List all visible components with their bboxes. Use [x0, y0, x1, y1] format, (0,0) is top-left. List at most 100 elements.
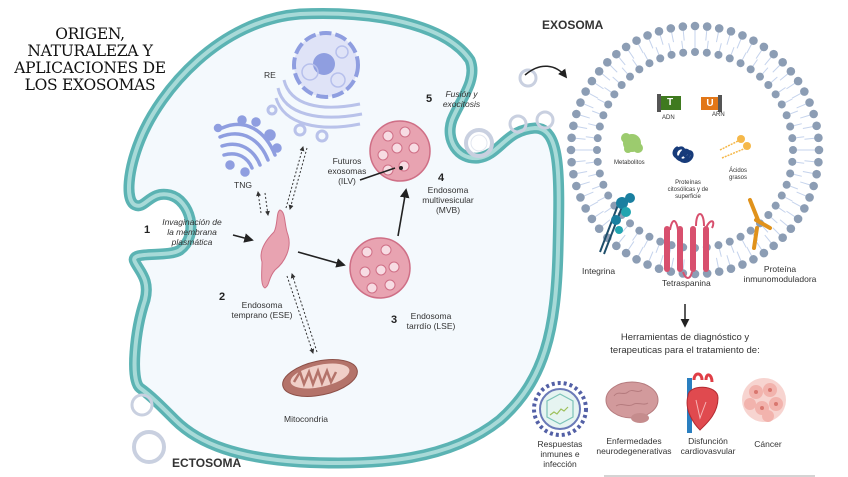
lipid-head — [805, 193, 814, 202]
application-cardio: Disfunción cardiovasvular — [680, 436, 736, 457]
exosome-heading: EXOSOMA — [542, 18, 604, 32]
proteins-label: Proteínas citosólicas y de superficie — [667, 180, 709, 201]
lipid-head — [576, 193, 585, 202]
integrin-label: Integrina — [582, 266, 616, 276]
rna-icon — [701, 95, 722, 112]
lipid-head — [626, 72, 635, 81]
lipid-head — [702, 48, 711, 57]
lipid-head — [567, 157, 576, 167]
immunomodulatory-protein-icon — [748, 198, 772, 250]
metabolites-label: Metabolitos — [614, 160, 645, 166]
step-3-label: Endosoma tarrdío (LSE) — [406, 311, 456, 332]
lipid-head — [778, 58, 787, 67]
lipid-head — [726, 27, 736, 36]
lipid-head — [635, 226, 644, 235]
lipid-head — [702, 22, 712, 31]
ectosome-vesicles — [130, 393, 166, 464]
lipid-head — [764, 210, 773, 219]
tetraspanin-label: Tetraspanina — [662, 278, 711, 288]
lipid-head — [593, 157, 602, 166]
lipid-head — [759, 42, 769, 52]
lipid-head — [595, 122, 604, 131]
lipid-head — [786, 67, 796, 76]
lipid-head — [593, 146, 601, 154]
lipid-head — [656, 237, 665, 246]
released-exosomes — [464, 68, 555, 158]
lipid-head — [581, 204, 590, 213]
ilv-label: Futuros exosomas (ILV) — [327, 156, 367, 187]
lipid-head — [725, 54, 734, 63]
lipid-head — [617, 81, 626, 90]
lipid-head — [725, 237, 734, 246]
lipid-head — [656, 54, 665, 63]
lipid-head — [786, 169, 795, 178]
lipid-head — [632, 36, 641, 45]
cancer-cells-icon — [742, 378, 786, 422]
integrin-icon — [599, 193, 635, 255]
step-5-number: 5 — [426, 93, 433, 105]
virus-icon — [532, 381, 588, 437]
lipid-head — [599, 180, 608, 189]
lipid-head — [814, 133, 823, 143]
mitochondria — [282, 359, 358, 397]
early-endosome — [260, 209, 290, 289]
lipid-head — [587, 76, 597, 86]
lipid-head — [645, 59, 654, 68]
lipid-head — [566, 145, 576, 155]
lipid-head — [621, 42, 631, 52]
application-cancer: Cáncer — [754, 439, 782, 449]
heart-icon — [686, 372, 719, 433]
tng-label: TNG — [234, 180, 252, 190]
lipid-head — [777, 100, 786, 109]
lipid-head — [764, 81, 773, 90]
step-2-number: 2 — [219, 291, 226, 303]
dna-letter: T — [666, 97, 674, 108]
lipid-head — [621, 248, 631, 258]
lipid-head — [581, 87, 590, 96]
lipid-head — [736, 232, 745, 241]
lipid-head — [814, 157, 823, 167]
protein-coil-icon — [672, 146, 694, 163]
lipid-head — [793, 76, 803, 86]
lipid-head — [771, 201, 780, 210]
lipid-head — [749, 36, 758, 45]
golgi-apparatus — [213, 115, 282, 177]
tetraspanin-icon — [664, 213, 715, 279]
rna-letter: U — [706, 98, 714, 109]
immunomodulator-label: Proteína inmunomoduladora — [743, 264, 817, 285]
lipid-head — [690, 21, 700, 31]
lipid-head — [569, 121, 578, 131]
lipid-head — [812, 121, 821, 131]
re-label: RE — [264, 70, 276, 80]
nucleus — [292, 31, 360, 99]
lipid-head — [610, 90, 619, 99]
lipid-head — [777, 191, 786, 200]
lipid-head — [599, 111, 608, 120]
endoplasmic-reticulum — [266, 79, 363, 143]
lipid-head — [604, 100, 613, 109]
lipid-head — [746, 65, 755, 74]
lipid-head — [793, 214, 803, 224]
lipid-head — [788, 134, 797, 143]
lipid-head — [814, 145, 824, 155]
lipid-head — [714, 24, 724, 33]
lipid-head — [809, 181, 818, 191]
dna-icon — [657, 94, 681, 112]
lipid-head — [789, 146, 797, 154]
lipid-head — [572, 109, 581, 119]
lipid-head — [782, 111, 791, 120]
lipid-head — [769, 49, 778, 59]
lipid-head — [726, 264, 736, 273]
lipid-head — [569, 169, 578, 179]
step-1-label: Invaginación de la membrana plasmática — [162, 217, 222, 248]
page-title: ORIGEN, NATURALEZA Y APLICACIONES DE LOS… — [14, 25, 166, 94]
lipid-head — [714, 50, 723, 59]
lipid-head — [612, 49, 621, 59]
application-neuro: Enfermedades neurodegenerativas — [596, 436, 672, 457]
lipid-head — [612, 241, 621, 251]
lipid-head — [678, 22, 688, 31]
lipid-head — [786, 224, 796, 233]
step-3-number: 3 — [391, 314, 398, 326]
lipid-head — [626, 219, 635, 228]
